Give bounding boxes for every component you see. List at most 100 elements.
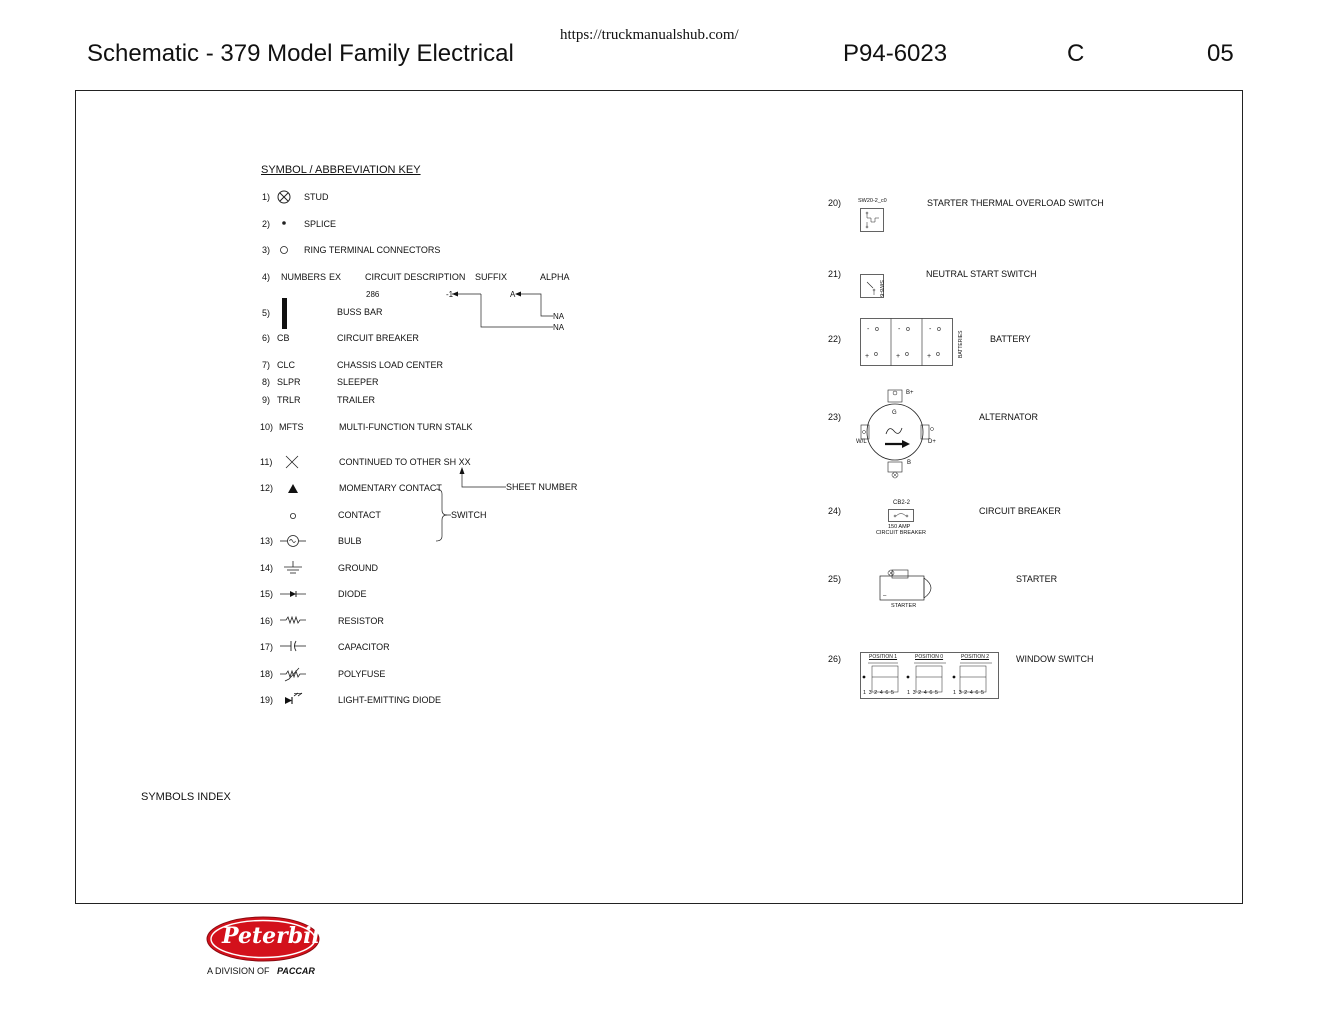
item-3-label: RING TERMINAL CONNECTORS: [304, 245, 441, 255]
item-6-label: CIRCUIT BREAKER: [337, 333, 419, 343]
na-label-1: NA: [553, 312, 565, 321]
source-url[interactable]: https://truckmanualshub.com/: [560, 27, 739, 43]
item-4-ex: EX: [329, 272, 342, 282]
item-11-label: CONTINUED TO OTHER SH XX: [339, 457, 471, 467]
contact-icon: [290, 513, 296, 519]
item-24-tag: CB2-2: [893, 500, 911, 506]
sheet-number-note: SHEET NUMBER: [506, 482, 578, 492]
item-22-number: 22): [828, 334, 842, 344]
item-9-number: 9): [262, 395, 271, 405]
item-23-number: 23): [828, 412, 842, 422]
item-7-number: 7): [262, 360, 271, 370]
diode-icon: [280, 591, 306, 597]
alt-d-plus-label: D+: [928, 439, 936, 445]
continued-icon: [285, 455, 299, 469]
item-24-number: 24): [828, 506, 842, 516]
item-5-label: BUSS BAR: [337, 307, 383, 317]
peterbilt-logo: [206, 916, 320, 962]
svg-text:+: +: [927, 353, 931, 360]
item-15-label: DIODE: [338, 589, 367, 599]
window-switch-position-1: POSITION 1: [869, 654, 898, 660]
item-22-label: BATTERY: [990, 334, 1031, 344]
alt-g-label: G: [892, 410, 897, 416]
item-8-number: 8): [262, 377, 271, 387]
ring-terminal-icon: [280, 246, 288, 254]
item-20-tag: SW20-2_c0: [858, 198, 887, 204]
svg-text:o: o: [874, 351, 878, 358]
item-22-tag: BATTERIES: [958, 330, 964, 358]
item-6-abbr: CB: [277, 333, 290, 343]
item-19-label: LIGHT-EMITTING DIODE: [338, 695, 442, 705]
item-12-number: 12): [260, 483, 274, 493]
svg-text:-: -: [898, 326, 901, 333]
item-16-label: RESISTOR: [338, 616, 384, 626]
alt-b-label: B: [907, 460, 912, 466]
item-25-caption: STARTER: [891, 603, 917, 609]
key-title: SYMBOL / ABBREVIATION KEY: [261, 164, 421, 176]
svg-text:o: o: [905, 351, 909, 358]
item-21-number: 21): [828, 269, 842, 279]
item-6-number: 6): [262, 333, 271, 343]
item-8-label: SLEEPER: [337, 377, 379, 387]
item-13-label: BULB: [338, 536, 362, 546]
item-10-number: 10): [260, 422, 274, 432]
item-1-label: STUD: [304, 192, 329, 202]
item-7-label: CHASSIS LOAD CENTER: [337, 360, 444, 370]
item-16-number: 16): [260, 616, 274, 626]
buss-bar-icon: [282, 298, 287, 329]
item-17-label: CAPACITOR: [338, 642, 390, 652]
item-3-number: 3): [262, 245, 271, 255]
page-title: Schematic - 379 Model Family Electrical: [87, 40, 514, 67]
svg-text:-: -: [867, 326, 870, 333]
item-26-number: 26): [828, 654, 842, 664]
item-4-circuit-description: CIRCUIT DESCRIPTION: [365, 272, 466, 282]
peterbilt-logo-text: Peterbilt: [222, 923, 330, 949]
item-19-number: 19): [260, 695, 274, 705]
svg-text:o: o: [937, 326, 941, 333]
item-9-label: TRAILER: [337, 395, 376, 405]
battery-icon: -o -o -o +o +o +o: [860, 318, 953, 366]
capacitor-icon: [280, 640, 306, 652]
item-5-number: 5): [262, 308, 271, 318]
led-icon: [285, 692, 303, 704]
item-10-abbr: MFTS: [279, 422, 304, 432]
circuit-breaker-icon: [888, 509, 914, 522]
item-14-number: 14): [260, 563, 274, 573]
na-label-2: NA: [553, 323, 565, 332]
item-14-label: GROUND: [338, 563, 378, 573]
item-26-label: WINDOW SWITCH: [1016, 654, 1094, 664]
momentary-contact-icon: [288, 484, 298, 493]
example-alpha: A: [510, 290, 516, 299]
paccar-label: PACCAR: [277, 966, 315, 976]
item-2-number: 2): [262, 219, 271, 229]
item-4-alpha: ALPHA: [540, 272, 570, 282]
svg-text:o: o: [936, 351, 940, 358]
item-24-label: CIRCUIT BREAKER: [979, 506, 1061, 516]
polyfuse-icon: [280, 667, 306, 682]
item-12-label: MOMENTARY CONTACT: [339, 483, 442, 493]
division-label: A DIVISION OF: [207, 966, 270, 976]
revision: C: [1067, 40, 1085, 67]
item-24-caption-2: CIRCUIT BREAKER: [876, 530, 927, 536]
example-number: 286: [366, 290, 380, 299]
svg-text:o: o: [906, 326, 910, 333]
thermal-overload-switch-icon: [860, 208, 884, 232]
switch-note: SWITCH: [451, 510, 487, 520]
item-18-number: 18): [260, 669, 274, 679]
item-9-abbr: TRLR: [277, 395, 301, 405]
window-switch-pins-2: 1 3 2 4 6 5: [907, 690, 939, 696]
item-2-label: SPLICE: [304, 219, 337, 229]
example-suffix: -1: [446, 290, 454, 299]
item-13-number: 13): [260, 536, 274, 546]
stud-icon: [277, 190, 291, 204]
ground-icon: [284, 561, 302, 574]
item-10-label: MULTI-FUNCTION TURN STALK: [339, 422, 473, 432]
item-1-number: 1): [262, 192, 271, 202]
item-25-number: 25): [828, 574, 842, 584]
contact-label: CONTACT: [338, 510, 381, 520]
alt-b-plus-label: B+: [906, 390, 914, 396]
item-4-suffix: SUFFIX: [475, 272, 508, 282]
item-21-label: NEUTRAL START SWITCH: [926, 269, 1037, 279]
symbols-index-label: SYMBOLS INDEX: [141, 791, 231, 803]
